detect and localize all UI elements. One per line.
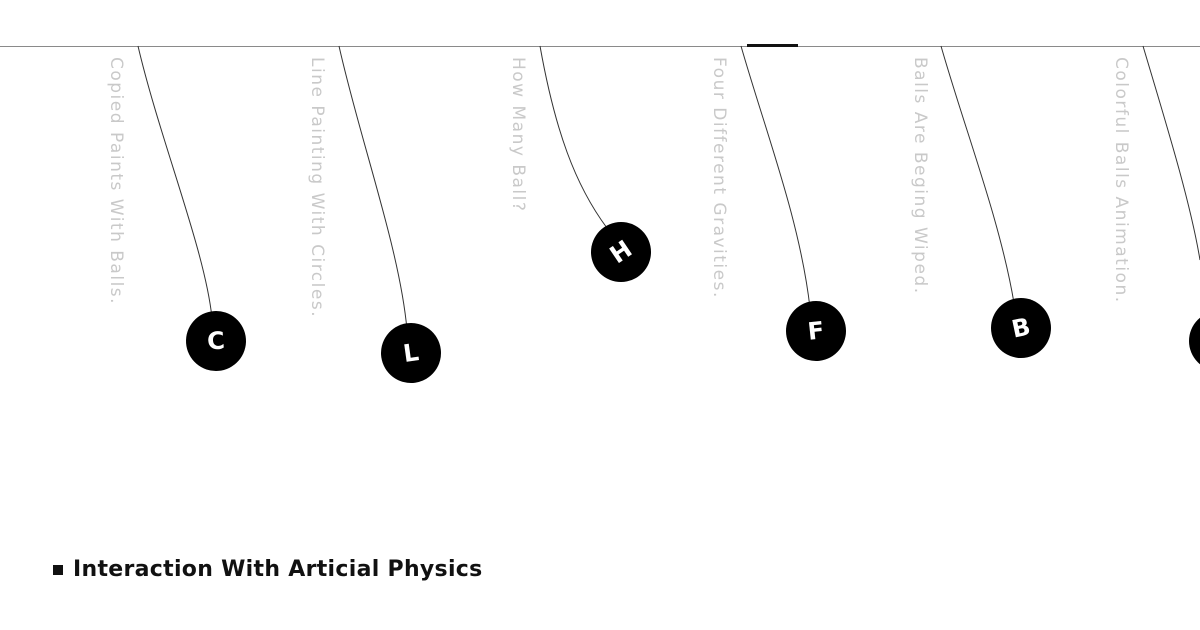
top-rail: [0, 46, 1200, 47]
caption-text: Interaction With Articial Physics: [73, 557, 483, 582]
ball-letter-h: H: [604, 234, 638, 270]
pendulum-string-1: [137, 45, 213, 319]
ball-letter-f: F: [806, 316, 826, 346]
ball-letter-l: L: [401, 338, 421, 368]
pendulum-label-6[interactable]: Colorful Balls Animation.: [1111, 57, 1131, 304]
ball-letter-b: B: [1009, 312, 1033, 344]
active-rail-marker: [747, 44, 798, 47]
pendulum-string-4: [740, 45, 811, 309]
pendulum-label-1[interactable]: Copied Paints With Balls.: [106, 57, 126, 306]
pendulum-string-3: [539, 45, 608, 229]
pendulum-string-2: [338, 45, 408, 331]
pendulum-label-3[interactable]: How Many Ball?: [508, 57, 528, 213]
pendulum-string-5: [940, 45, 1015, 304]
pendulum-label-4[interactable]: Four Different Gravities.: [709, 57, 729, 299]
ball-letter-c: C: [206, 326, 226, 356]
square-bullet-icon: [53, 564, 63, 575]
pendulum-label-2[interactable]: Line Painting With Circles.: [307, 57, 327, 319]
pendulum-ball-partial[interactable]: [1189, 311, 1200, 371]
pendulum-label-5[interactable]: Balls Are Beging Wiped.: [910, 57, 930, 295]
pendulum-string-6: [1142, 45, 1200, 261]
section-caption: Interaction With Articial Physics: [53, 557, 483, 582]
